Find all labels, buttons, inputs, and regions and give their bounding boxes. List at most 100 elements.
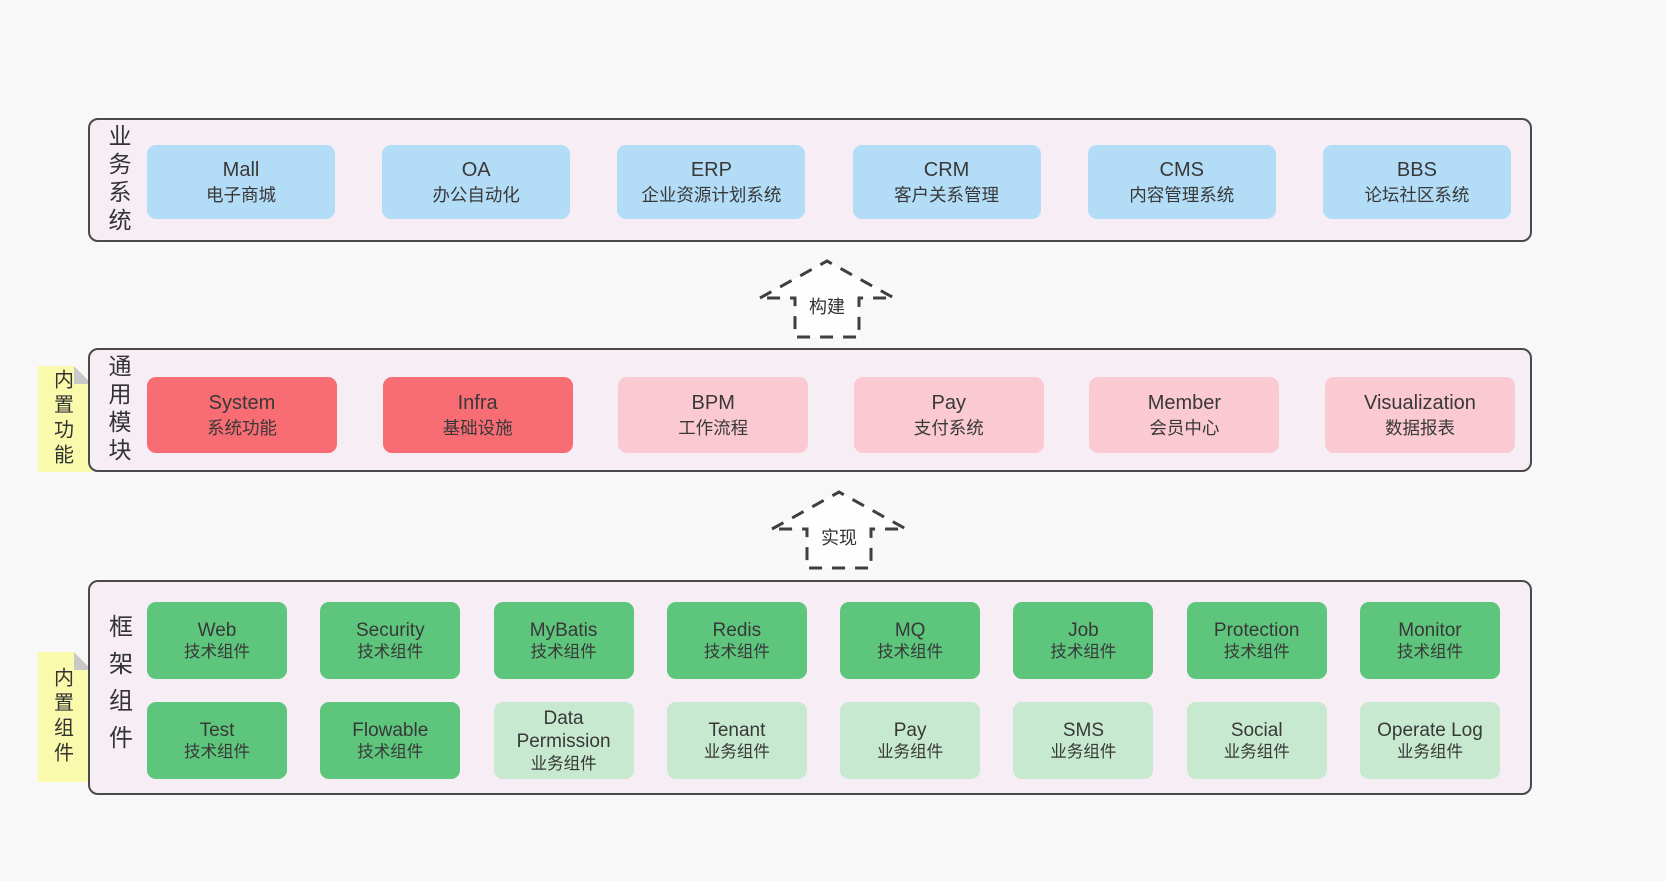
builtin-features-tab-label: 内置功能 [50, 369, 73, 469]
box-subtitle: 工作流程 [678, 417, 749, 438]
box-title: Mall [222, 159, 260, 182]
box-subtitle: 技术组件 [184, 643, 250, 662]
box-test: Test 技术组件 [147, 702, 287, 779]
box-subtitle: 数据报表 [1384, 417, 1455, 438]
box-title: System [208, 392, 276, 415]
box-subtitle: 业务组件 [1396, 743, 1463, 762]
box-title: Data Permission [516, 708, 611, 753]
common-modules-label: 通用模块 [105, 354, 131, 466]
box-flowable: Flowable 技术组件 [320, 702, 461, 779]
box-subtitle: 技术组件 [877, 643, 944, 662]
box-title: Flowable [352, 719, 429, 741]
builtin-components-tab-label: 内置组件 [50, 667, 73, 767]
box-title: BPM [691, 392, 735, 415]
box-subtitle: 电子商城 [206, 184, 276, 205]
box-mybatis: MyBatis 技术组件 [493, 602, 634, 679]
box-subtitle: 业务组件 [530, 754, 597, 773]
box-web: Web 技术组件 [147, 602, 287, 679]
box-subtitle: 技术组件 [1050, 643, 1117, 662]
box-tenant: Tenant 业务组件 [666, 702, 807, 779]
box-job: Job 技术组件 [1013, 602, 1154, 679]
box-mq: MQ 技术组件 [840, 602, 981, 679]
box-subtitle: 技术组件 [184, 743, 250, 762]
box-title: Protection [1213, 619, 1300, 641]
box-subtitle: 技术组件 [703, 643, 770, 662]
box-title: Infra [457, 392, 498, 415]
box-title: CMS [1159, 159, 1204, 182]
implement-arrow: 实现 [768, 488, 910, 572]
builtin-components-tab: 内置组件 [38, 652, 92, 782]
box-title: Web [197, 619, 237, 641]
box-pay: Pay 业务组件 [840, 702, 981, 779]
box-title: Security [355, 619, 425, 641]
box-subtitle: 业务组件 [1050, 743, 1117, 762]
box-subtitle: 技术组件 [357, 643, 424, 662]
box-subtitle: 业务组件 [703, 743, 770, 762]
box-title: Pay [893, 719, 927, 741]
build-arrow-label: 构建 [807, 292, 847, 319]
box-monitor: Monitor 技术组件 [1359, 602, 1500, 679]
box-subtitle: 技术组件 [1223, 643, 1290, 662]
box-subtitle: 论坛社区系统 [1364, 184, 1470, 205]
box-title: BBS [1396, 159, 1437, 182]
box-title: Test [199, 719, 235, 741]
box-title: Social [1230, 719, 1283, 741]
box-title: Pay [931, 392, 967, 415]
box-title: ERP [690, 159, 732, 182]
box-subtitle: 业务组件 [1223, 743, 1290, 762]
box-subtitle: 会员中心 [1149, 417, 1220, 438]
box-security: Security 技术组件 [320, 602, 461, 679]
box-subtitle: 支付系统 [913, 417, 984, 438]
implement-arrow-label: 实现 [819, 523, 859, 550]
box-title: Job [1068, 619, 1099, 641]
box-redis: Redis 技术组件 [666, 602, 807, 679]
box-sms: SMS 业务组件 [1013, 702, 1154, 779]
business-systems-label: 业务系统 [105, 124, 131, 236]
box-subtitle: 技术组件 [530, 643, 597, 662]
box-subtitle: 技术组件 [1396, 643, 1463, 662]
box-subtitle: 技术组件 [357, 743, 424, 762]
box-title: Redis [712, 619, 762, 641]
box-title: Visualization [1364, 392, 1476, 415]
box-title: MQ [894, 619, 926, 641]
box-subtitle: 系统功能 [207, 417, 277, 438]
build-arrow: 构建 [756, 257, 898, 341]
box-subtitle: 内容管理系统 [1129, 184, 1235, 205]
box-title: Member [1147, 392, 1222, 415]
box-title: SMS [1062, 719, 1104, 741]
box-title: Monitor [1398, 619, 1462, 641]
box-title: MyBatis [529, 619, 598, 641]
box-title: Tenant [708, 719, 766, 741]
box-subtitle: 基础设施 [442, 417, 513, 438]
box-protection: Protection 技术组件 [1186, 602, 1327, 679]
framework-components-label: 框架组件 [104, 613, 132, 762]
box-title: OA [461, 159, 491, 182]
box-title: CRM [923, 159, 970, 182]
box-subtitle: 企业资源计划系统 [641, 184, 782, 205]
box-subtitle: 客户关系管理 [894, 184, 1000, 205]
box-subtitle: 业务组件 [877, 743, 944, 762]
box-social: Social 业务组件 [1186, 702, 1327, 779]
box-subtitle: 办公自动化 [432, 184, 520, 205]
